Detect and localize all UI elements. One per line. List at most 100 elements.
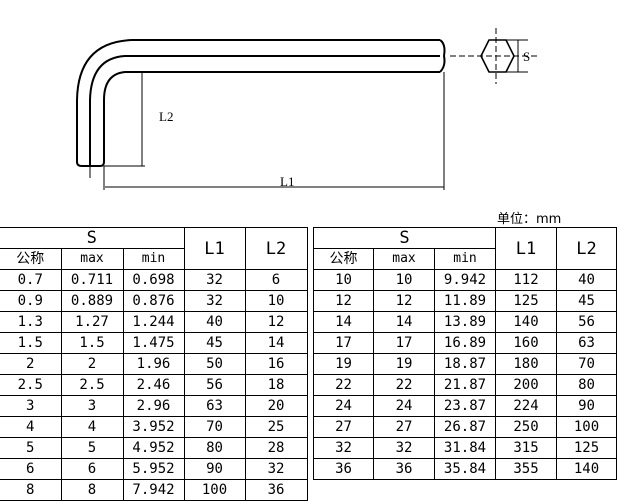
- cell-max: 1.27: [60, 311, 124, 333]
- header-min: min: [434, 248, 496, 270]
- cell-min: 26.87: [434, 416, 496, 438]
- cell-min: 18.87: [434, 353, 496, 375]
- cell-nominal: 8: [0, 479, 62, 501]
- cell-min: 23.87: [434, 395, 496, 417]
- l1-label: L1: [280, 174, 294, 189]
- cell-max: 14: [373, 311, 435, 333]
- cell-l1: 200: [495, 374, 557, 396]
- cell-l1: 140: [495, 311, 557, 333]
- cell-l2: 70: [556, 353, 617, 375]
- cell-l2: 12: [244, 311, 308, 333]
- cell-l2: 63: [556, 332, 617, 354]
- cell-l1: 112: [495, 269, 557, 291]
- cell-max: 36: [373, 458, 435, 480]
- header-min: min: [122, 248, 185, 270]
- cell-l2: 18: [244, 374, 308, 396]
- cell-l1: 70: [183, 416, 246, 438]
- cell-l1: 50: [183, 353, 246, 375]
- cell-min: 35.84: [434, 458, 496, 480]
- cell-min: 4.952: [122, 437, 185, 459]
- cell-min: 0.876: [122, 290, 185, 312]
- key-outer-edge: [76, 39, 440, 167]
- cell-l1: 90: [183, 458, 246, 480]
- cell-nominal: 14: [313, 311, 374, 333]
- cell-max: 0.711: [60, 269, 124, 291]
- cell-min: 2.96: [122, 395, 185, 417]
- cell-l2: 140: [556, 458, 617, 480]
- cell-nominal: 3: [0, 395, 62, 417]
- cell-max: 24: [373, 395, 435, 417]
- cell-nominal: 32: [313, 437, 374, 459]
- cell-min: 7.942: [122, 479, 185, 501]
- cell-l1: 180: [495, 353, 557, 375]
- header-max: max: [60, 248, 124, 270]
- cell-max: 12: [373, 290, 435, 312]
- cell-max: 6: [60, 458, 124, 480]
- cell-l2: 14: [244, 332, 308, 354]
- header-l1: L1: [495, 227, 557, 270]
- cell-max: 2.5: [60, 374, 124, 396]
- cell-max: 19: [373, 353, 435, 375]
- cell-max: 4: [60, 416, 124, 438]
- cell-min: 16.89: [434, 332, 496, 354]
- cell-nominal: 5: [0, 437, 62, 459]
- cell-nominal: 17: [313, 332, 374, 354]
- cell-l2: 28: [244, 437, 308, 459]
- cell-l1: 45: [183, 332, 246, 354]
- cell-l2: 16: [244, 353, 308, 375]
- cell-l1: 250: [495, 416, 557, 438]
- cell-nominal: 24: [313, 395, 374, 417]
- hex-profile: [480, 39, 515, 73]
- cell-l2: 45: [556, 290, 617, 312]
- cell-max: 0.889: [60, 290, 124, 312]
- cell-l1: 80: [183, 437, 246, 459]
- header-l2: L2: [556, 227, 617, 270]
- key-inner-edge: [98, 71, 440, 167]
- cell-l2: 100: [556, 416, 617, 438]
- cell-nominal: 2.5: [0, 374, 62, 396]
- unit-label: 单位：mm: [497, 212, 562, 227]
- cell-l2: 90: [556, 395, 617, 417]
- cell-max: 32: [373, 437, 435, 459]
- header-s: S: [0, 227, 185, 249]
- key-end-cap: [439, 39, 446, 73]
- cell-nominal: 4: [0, 416, 62, 438]
- cell-nominal: 0.7: [0, 269, 62, 291]
- hex-key-drawing: L2 L1 S: [76, 28, 540, 190]
- header-l2: L2: [244, 227, 308, 270]
- l2-label: L2: [159, 109, 173, 124]
- cell-max: 8: [60, 479, 124, 501]
- header-l1: L1: [183, 227, 246, 270]
- cell-nominal: 22: [313, 374, 374, 396]
- cell-min: 0.698: [122, 269, 185, 291]
- cell-l2: 20: [244, 395, 308, 417]
- cell-max: 17: [373, 332, 435, 354]
- cell-l1: 125: [495, 290, 557, 312]
- cell-l1: 160: [495, 332, 557, 354]
- cell-l2: 56: [556, 311, 617, 333]
- cell-l1: 32: [183, 269, 246, 291]
- cell-l2: 125: [556, 437, 617, 459]
- cell-l2: 36: [244, 479, 308, 501]
- cell-l1: 315: [495, 437, 557, 459]
- cell-min: 3.952: [122, 416, 185, 438]
- cell-nominal: 19: [313, 353, 374, 375]
- cell-l2: 80: [556, 374, 617, 396]
- cell-max: 27: [373, 416, 435, 438]
